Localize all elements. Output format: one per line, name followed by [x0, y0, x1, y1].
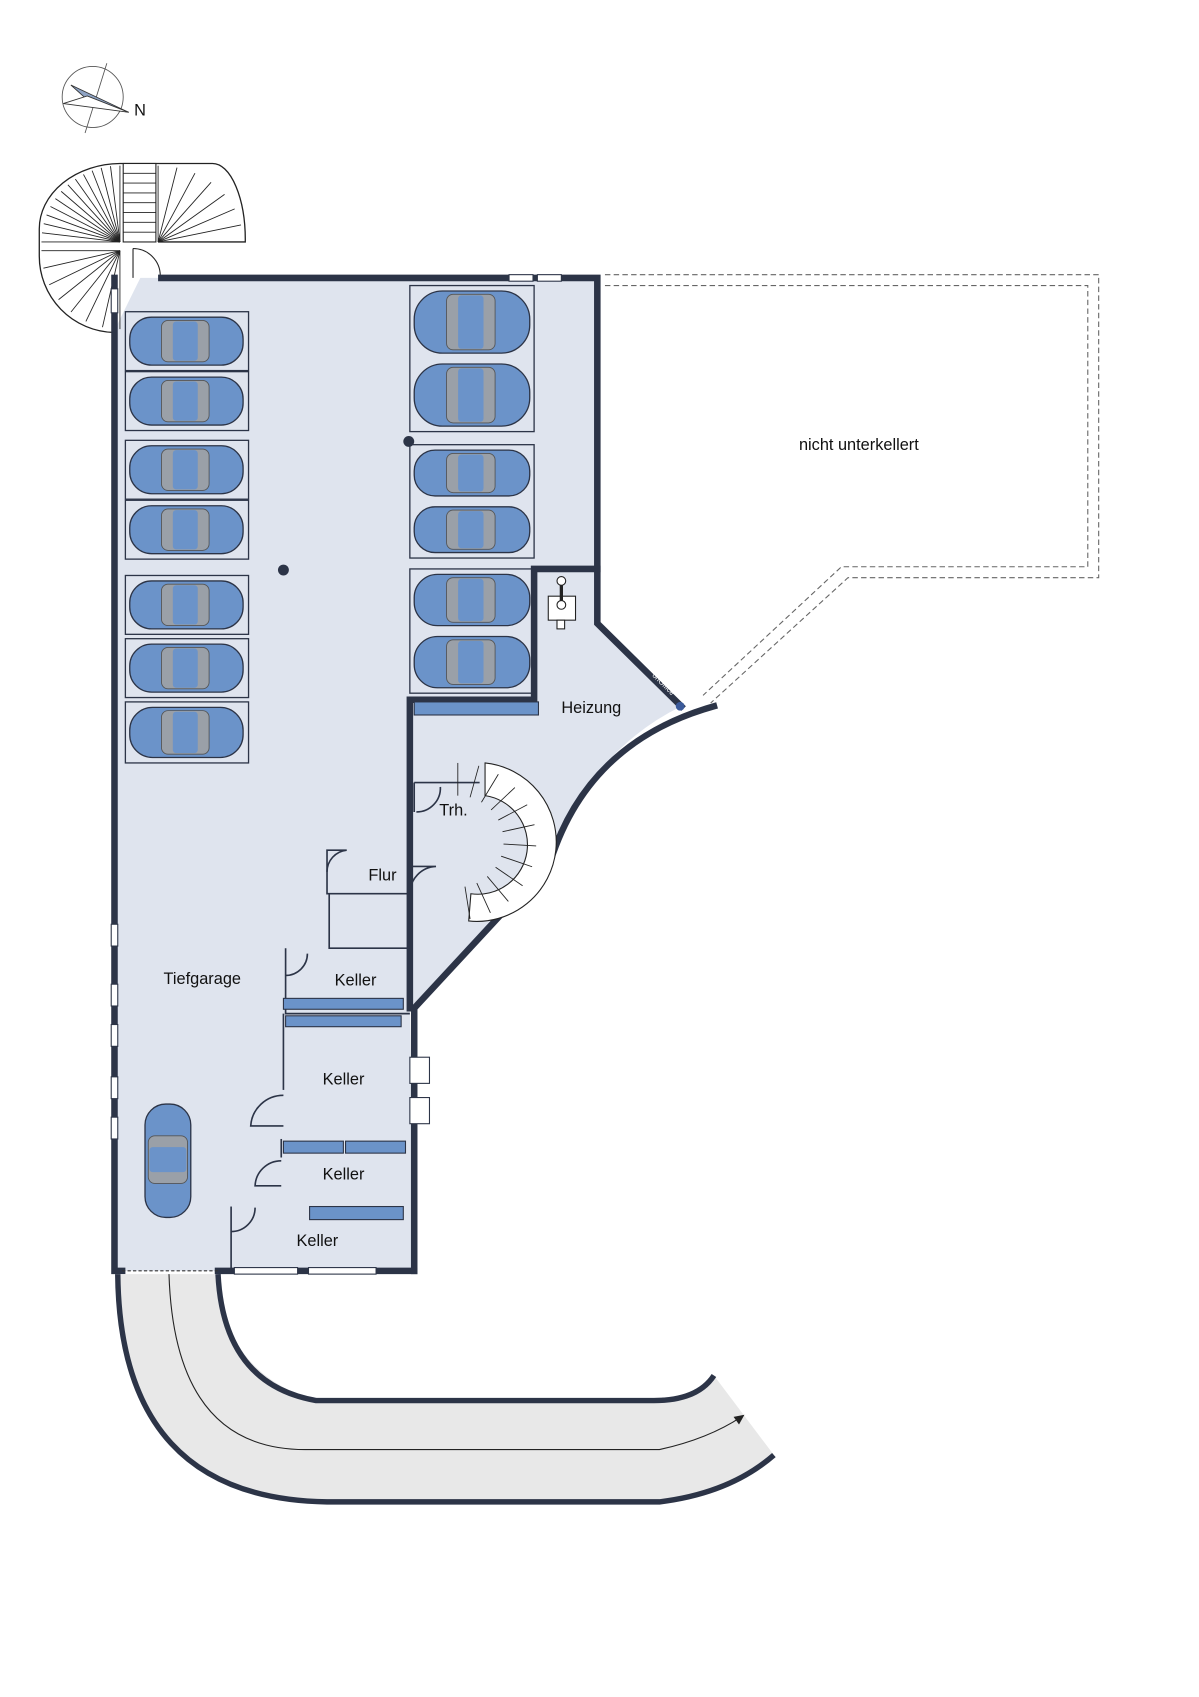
watermark-dot: [675, 701, 685, 711]
parking-slot: [124, 701, 250, 764]
room-label-keller: Keller: [323, 1070, 365, 1088]
room-label-keller: Keller: [335, 971, 377, 989]
room-label-tiefgarage: Tiefgarage: [164, 970, 241, 988]
car-icon: [129, 445, 244, 495]
compass-icon: [61, 63, 129, 134]
compass-north-label: N: [134, 102, 146, 120]
doors: [231, 786, 442, 1233]
nicht-unterkellert-label: nicht unterkellert: [799, 436, 919, 454]
car-icon: [413, 635, 531, 689]
parking-slot: [124, 499, 250, 560]
room-label-keller: Keller: [323, 1165, 365, 1183]
car-icon: [413, 290, 531, 354]
outdoor-spiral-stair: [38, 162, 246, 334]
car-icon: [413, 363, 531, 427]
car-icon: [129, 706, 244, 759]
parking-slot: [124, 638, 250, 699]
arrow-icon: [733, 1414, 745, 1425]
parking-slot: [409, 444, 535, 559]
room-label-heizung: Heizung: [561, 699, 621, 717]
column: [403, 435, 415, 447]
parking-spaces: [124, 284, 535, 1219]
car-icon: [129, 580, 244, 630]
room-label-trh: Trh.: [439, 801, 467, 819]
parking-slot: [124, 311, 250, 372]
column: [277, 564, 289, 576]
indoor-spiral-stair: [457, 762, 557, 922]
parking-slot: [124, 371, 250, 432]
car-icon: [129, 376, 244, 426]
car-icon: [129, 505, 244, 555]
car-icon: [413, 573, 531, 627]
parking-slot: [409, 284, 535, 433]
room-label-keller: Keller: [297, 1232, 339, 1250]
car-icon: [413, 506, 531, 554]
unexcavated-outline: [604, 274, 1100, 704]
parking-slot: [124, 439, 250, 500]
shelves: [282, 701, 540, 1221]
floor-area: [114, 277, 682, 1271]
car-icon: [144, 1103, 192, 1219]
boiler-icon: [547, 576, 577, 630]
car-icon: [413, 449, 531, 497]
car-icon: [129, 643, 244, 693]
room-label-flur: Flur: [368, 867, 397, 885]
car-icon: [129, 316, 244, 366]
driveway-ramp: [115, 1273, 776, 1505]
parking-slot: [124, 574, 250, 635]
